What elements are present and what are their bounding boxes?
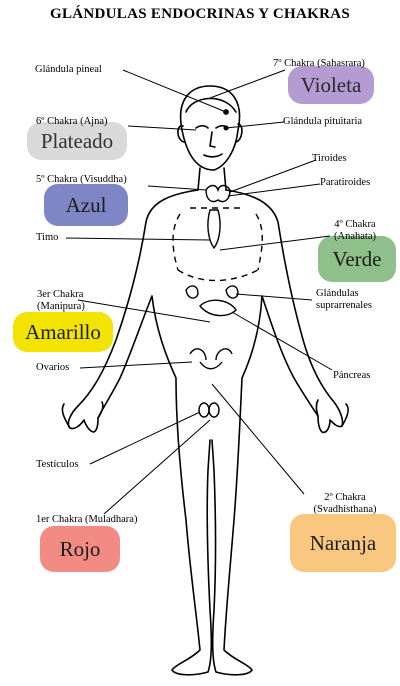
leader-ch1 [103, 419, 211, 515]
label-paratiroides: Paratiroides [320, 177, 371, 188]
head-outline [179, 85, 241, 171]
label-chakra-7: 7º Chakra (Sahasrara) [273, 58, 365, 69]
thymus-gland [207, 209, 221, 250]
leader-ch3 [77, 299, 211, 323]
testicle-right [208, 402, 220, 418]
label-chakra-4-line1: 4º Chakra [334, 219, 376, 230]
chakra-color-verde-label: Verde [332, 246, 382, 271]
label-chakra-6: 6º Chakra (Ajna) [36, 116, 108, 127]
label-testiculos: Testículos [36, 459, 79, 470]
label-pituitaria: Glándula pituitaria [283, 116, 363, 127]
label-chakra-3: 3er Chakra (Manipura) [37, 289, 85, 313]
leader-tiroides [229, 159, 317, 193]
chakra-color-rojo: Rojo [40, 526, 120, 572]
label-chakra-3-line1: 3er Chakra [37, 289, 84, 300]
label-chakra-2-line2: (Svadhisthana) [313, 504, 377, 515]
leader-pituitaria [225, 121, 285, 129]
chakra-color-amarillo: Amarillo [13, 312, 113, 352]
diagram-title: GLÁNDULAS ENDOCRINAS Y CHAKRAS [49, 6, 350, 22]
hair-outline [185, 97, 237, 113]
ovaries [189, 348, 233, 370]
thymus-dashed [172, 207, 263, 282]
ear-left [177, 125, 185, 143]
label-tiroides: Tiroides [312, 153, 347, 164]
testicle-left [198, 402, 210, 418]
chakra-color-plateado: Plateado [27, 122, 127, 160]
label-timo: Timo [36, 232, 59, 243]
chakra-color-amarillo-label: Amarillo [25, 319, 101, 344]
chakra-color-plateado-label: Plateado [40, 128, 114, 153]
chakra-color-naranja-label: Naranja [309, 530, 377, 555]
adrenal-left [185, 285, 199, 299]
body-outline-right [211, 189, 344, 676]
pancreas-gland [199, 299, 237, 317]
leader-timo [65, 237, 211, 241]
nose [209, 131, 216, 148]
leader-pancreas [231, 311, 333, 371]
label-chakra-2: 2º Chakra (Svadhisthana) [298, 492, 392, 516]
leader-ch2 [211, 383, 305, 495]
leader-ch5 [147, 185, 207, 191]
label-chakra-4: 4º Chakra (Anahata) [322, 219, 388, 243]
chakra-color-rojo-label: Rojo [59, 536, 101, 561]
label-pineal: Glándula pineal [35, 64, 102, 75]
leader-ch6 [127, 125, 197, 131]
label-chakra-4-line2: (Anahata) [334, 231, 376, 242]
leader-ch4 [219, 235, 331, 251]
hand-right [315, 399, 349, 427]
hand-left [61, 401, 104, 429]
ear-right [235, 123, 243, 143]
label-suprarrenales-line2: suprarrenales [316, 300, 372, 311]
body-outline-left [67, 189, 213, 676]
leader-testiculos [89, 411, 201, 465]
leader-ch7 [209, 69, 286, 99]
label-chakra-5: 5º Chakra (Visuddha) [36, 174, 127, 185]
leader-suprarrenales [235, 293, 313, 301]
neck [197, 167, 227, 191]
label-chakra-3-line2: (Manipura) [37, 301, 85, 312]
label-chakra-2-line1: 2º Chakra [324, 492, 366, 503]
label-suprarrenales: Glándulas suprarrenales [316, 288, 372, 312]
chakra-color-azul-label: Azul [65, 192, 107, 217]
label-chakra-1: 1er Chakra (Muladhara) [36, 514, 138, 525]
adrenal-right [225, 285, 239, 299]
chakra-color-violeta: Violeta [288, 66, 374, 104]
mouth [203, 153, 223, 158]
leader-paratiroides [227, 183, 321, 197]
chakra-color-violeta-label: Violeta [300, 72, 362, 97]
leader-pineal [122, 69, 227, 113]
chakra-color-verde: Verde [318, 236, 396, 282]
chakra-color-naranja: Naranja [290, 514, 396, 572]
eye-left [195, 124, 209, 129]
leader-ovarios [79, 361, 193, 369]
label-suprarrenales-line1: Glándulas [316, 288, 359, 299]
thyroid-gland [205, 184, 231, 203]
label-pancreas: Páncreas [333, 370, 371, 381]
label-ovarios: Ovarios [36, 362, 70, 373]
chakra-color-azul: Azul [44, 184, 128, 226]
